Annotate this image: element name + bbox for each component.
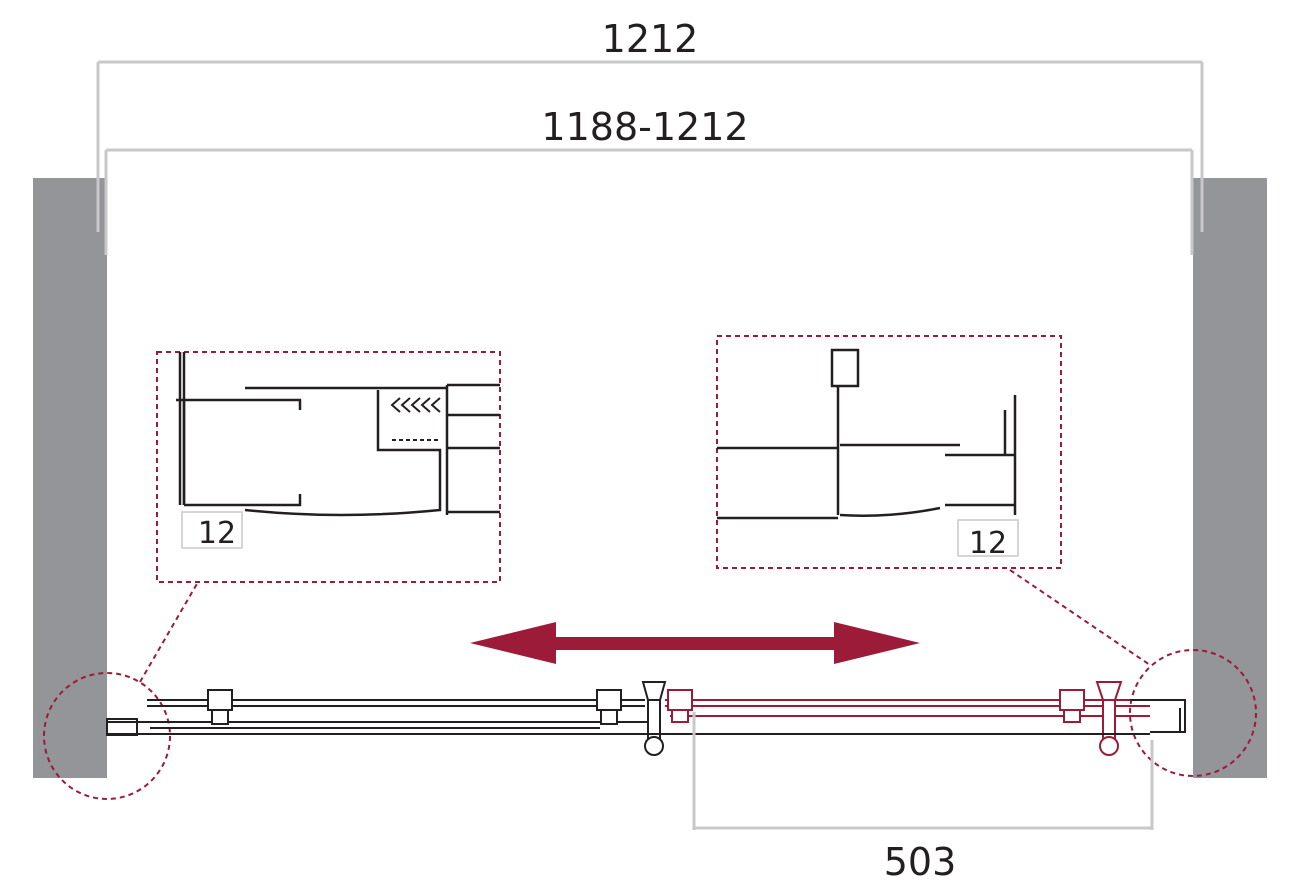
sliding-panel-roller-left bbox=[667, 689, 693, 723]
seal-chevrons-icon bbox=[390, 397, 441, 441]
fixed-panel-roller-right bbox=[596, 689, 622, 725]
sliding-direction-arrow bbox=[470, 622, 920, 664]
passage-width-label: 503 bbox=[884, 840, 957, 884]
sliding-panel-roller-right bbox=[1059, 689, 1085, 723]
right-callout-leader bbox=[1009, 569, 1151, 666]
passage-width-dimension bbox=[692, 712, 1154, 830]
right-wall bbox=[1193, 178, 1267, 778]
wall-profile-right bbox=[107, 699, 1186, 735]
left-clearance-label: 12 bbox=[198, 516, 236, 551]
right-callout-circle bbox=[1129, 649, 1257, 777]
left-wall bbox=[33, 178, 107, 778]
left-callout-circle bbox=[43, 672, 171, 800]
opening-range-label: 1188-1212 bbox=[541, 105, 748, 149]
overall-width-dimension bbox=[96, 60, 1204, 232]
right-clearance-label: 12 bbox=[969, 526, 1007, 561]
left-callout-leader bbox=[139, 581, 199, 683]
opening-range-dimension bbox=[104, 148, 1194, 255]
fixed-panel-roller-left bbox=[207, 689, 233, 725]
fixed-panel-handle bbox=[641, 681, 667, 756]
sliding-panel-handle bbox=[1095, 681, 1123, 756]
fixed-panel bbox=[106, 699, 650, 736]
overall-width-label: 1212 bbox=[602, 17, 699, 61]
right-detail-box: 12 bbox=[716, 335, 1062, 569]
left-detail-box: 12 bbox=[156, 351, 501, 583]
